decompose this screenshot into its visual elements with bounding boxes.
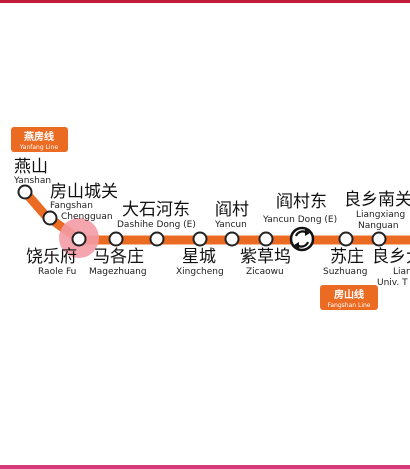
- station-label-en: Magezhuang: [89, 267, 147, 277]
- station-marker[interactable]: [17, 184, 33, 200]
- station-marker[interactable]: [192, 231, 208, 247]
- station-fangshan-chengguan[interactable]: 房山城关 Fangshan Chengguan: [42, 182, 119, 226]
- station-label-en: Suzhuang: [323, 267, 367, 277]
- fangshan-badge-en: Fangshan Line: [327, 302, 370, 309]
- station-marker[interactable]: [224, 231, 240, 247]
- station-raole-fu[interactable]: 饶乐府 Raole Fu: [26, 231, 87, 278]
- station-label-en: Zicaowu: [246, 267, 284, 277]
- station-magezhuang[interactable]: 马各庄 Magezhuang: [89, 231, 147, 278]
- yanfang-badge-zh: 燕房线: [24, 130, 54, 143]
- station-dashihe-dong[interactable]: 大石河东 Dashihe Dong (E): [117, 200, 196, 247]
- station-label-en-2: Chengguan: [61, 212, 113, 222]
- station-yancun[interactable]: 阎村 Yancun: [214, 200, 249, 247]
- station-label-en: Yancun Dong (E): [262, 215, 337, 225]
- station-label-zh: 良乡南关: [344, 190, 410, 210]
- fangshan-badge-zh: 房山线: [334, 288, 364, 301]
- station-yancun-dong[interactable]: 阎村东 Yancun Dong (E): [262, 192, 337, 252]
- station-marker[interactable]: [371, 231, 387, 247]
- station-liangxiang-nanguan[interactable]: 良乡南关 Liangxiang Nanguan: [344, 190, 410, 247]
- station-label-en: Fangshan: [50, 201, 93, 211]
- station-suzhuang[interactable]: 苏庄 Suzhuang: [323, 231, 367, 278]
- station-marker[interactable]: [42, 210, 58, 226]
- yanfang-line-badge: 燕房线 Yanfang Line: [11, 127, 68, 152]
- station-marker[interactable]: [149, 231, 165, 247]
- station-zicaowu[interactable]: 紫草坞 Zicaowu: [240, 231, 291, 278]
- station-label-zh: 燕山: [14, 157, 48, 177]
- station-label-en: Yancun: [214, 220, 247, 230]
- interchange-arrows-icon: [294, 229, 310, 249]
- station-label-en: Lian: [393, 267, 410, 277]
- yanfang-badge-en: Yanfang Line: [19, 144, 58, 151]
- fangshan-line-badge: 房山线 Fangshan Line: [320, 285, 378, 310]
- station-label-zh: 紫草坞: [240, 247, 291, 267]
- station-label-en: Liangxiang: [356, 210, 405, 220]
- station-xingcheng[interactable]: 星城 Xingcheng: [176, 231, 224, 278]
- station-label-zh: 良乡大: [372, 247, 410, 267]
- station-label-zh: 苏庄: [330, 247, 364, 267]
- station-label-zh: 房山城关: [50, 182, 118, 202]
- station-label-zh: 阎村: [215, 200, 249, 220]
- station-marker[interactable]: [108, 231, 124, 247]
- station-label-zh: 饶乐府: [26, 247, 77, 267]
- station-yanshan[interactable]: 燕山 Yanshan: [13, 157, 51, 200]
- station-label-en: Raole Fu: [38, 267, 76, 277]
- station-marker[interactable]: [258, 231, 274, 247]
- station-label-en: Xingcheng: [176, 267, 224, 277]
- station-label-zh: 马各庄: [93, 247, 144, 267]
- station-marker[interactable]: [71, 231, 87, 247]
- station-label-en: Dashihe Dong (E): [117, 220, 196, 230]
- station-label-en-2: Univ. T: [377, 278, 408, 288]
- station-label-zh: 星城: [182, 247, 216, 267]
- station-label-zh: 大石河东: [122, 200, 190, 220]
- station-marker[interactable]: [338, 231, 354, 247]
- station-liangxiang-univ[interactable]: 良乡大 Lian Univ. T: [372, 247, 410, 288]
- station-label-zh: 阎村东: [276, 192, 327, 212]
- station-label-en-2: Nanguan: [358, 221, 399, 231]
- station-label-en: Yanshan: [13, 176, 51, 186]
